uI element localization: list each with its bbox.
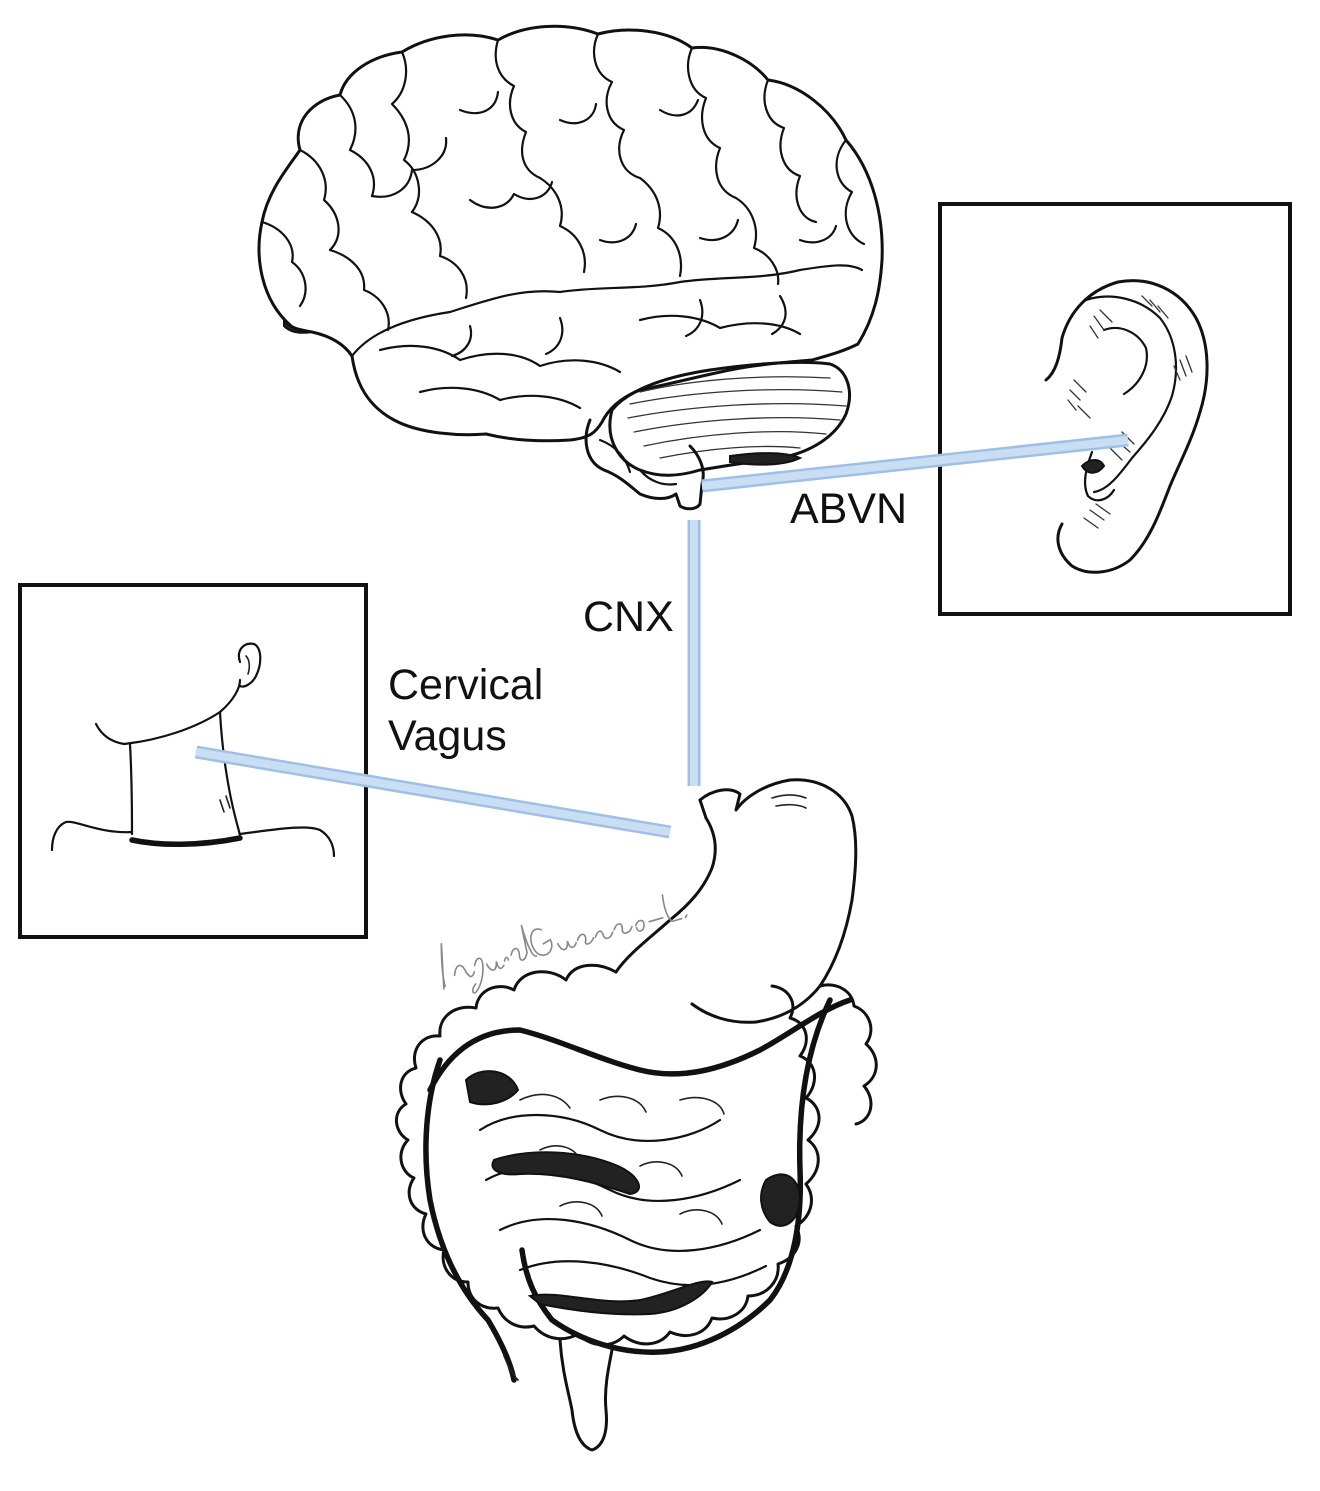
cnx-label: CNX xyxy=(583,593,674,641)
stomach-illustration xyxy=(614,778,858,1024)
nerve-connections xyxy=(194,433,1129,839)
neck-illustration xyxy=(50,642,336,858)
cervical-vagus-label: Cervical Vagus xyxy=(388,660,543,761)
abvn-label: ABVN xyxy=(790,485,908,533)
cerebellum-illustration xyxy=(584,360,851,511)
ear-panel xyxy=(938,202,1292,616)
cervical-vagus-label-line-2: Vagus xyxy=(388,711,507,760)
cervical-vagus-label-line-1: Cervical xyxy=(388,661,544,709)
brain-illustration xyxy=(257,24,884,443)
artist-signature xyxy=(440,894,688,994)
intestines-illustration xyxy=(395,963,878,1452)
ear-illustration xyxy=(1044,279,1209,574)
neck-panel xyxy=(18,583,368,939)
